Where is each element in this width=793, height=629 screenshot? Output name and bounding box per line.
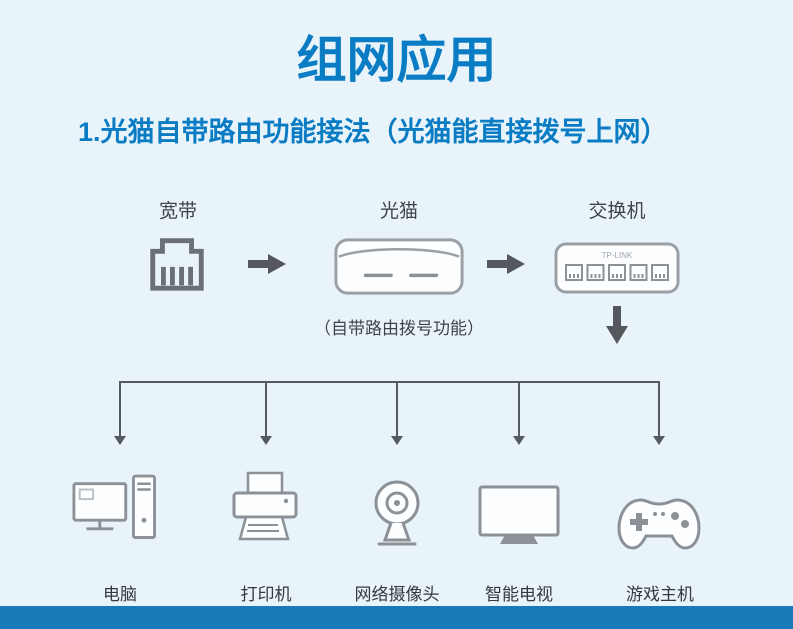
branch-arrowhead-icon [513,436,525,445]
device-label-printer: 打印机 [240,585,292,604]
branch-horizontal-line [120,381,660,383]
page-title: 组网应用 [296,32,497,88]
branch-line-printer [265,381,267,436]
switch-brand-text: TP-LINK [602,251,633,260]
modem-note: （自带路由拨号功能） [314,319,484,338]
right-arrow-icon [487,252,527,276]
rj45-port-icon [144,228,210,298]
branch-arrowhead-icon [391,436,403,445]
branch-line-webcam [396,381,398,436]
branch-line-console [658,381,660,436]
broadband-label: 宽带 [158,201,198,222]
branch-arrowhead-icon [653,436,665,445]
branch-line-computer [119,381,121,436]
device-label-webcam: 网络摄像头 [354,585,440,604]
footer-bar [0,606,793,629]
branch-arrowhead-icon [260,436,272,445]
printer-icon [228,470,304,550]
down-arrow-icon [604,306,630,346]
section-heading: 1.光猫自带路由功能接法（光猫能直接拨号上网） [78,117,668,147]
right-arrow-icon [248,252,288,276]
modem-label: 光猫 [379,201,419,222]
webcam-icon [365,476,429,556]
switch-label: 交换机 [588,201,646,222]
desktop-computer-icon [72,474,168,553]
switch-icon: TP-LINK [552,230,682,298]
device-label-tv: 智能电视 [485,585,553,604]
device-label-computer: 电脑 [103,585,137,604]
branch-line-tv [518,381,520,436]
branch-arrowhead-icon [114,436,126,445]
modem-icon [330,230,468,303]
game-controller-icon [615,492,703,554]
smart-tv-icon [477,484,561,550]
device-label-console: 游戏主机 [626,585,694,604]
